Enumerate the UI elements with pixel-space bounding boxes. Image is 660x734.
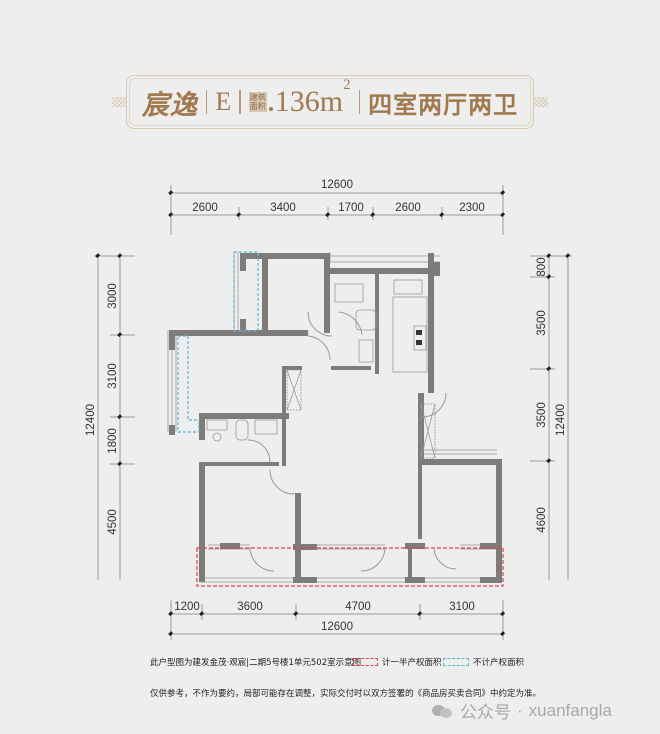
lattice-ornament-right — [534, 97, 548, 107]
legend-swatch-blue-dashed — [443, 658, 469, 666]
series-name: 宸逸 — [141, 89, 198, 120]
legend-label: 计一半产权面积 — [382, 658, 442, 668]
excluded-area-outline — [177, 251, 259, 433]
dim-right-1: 800 — [536, 257, 548, 276]
dim-left-1: 3000 — [107, 283, 119, 309]
area-value: 136m2 — [274, 77, 351, 119]
half-area-outline — [196, 547, 504, 587]
legend-excluded-area: 不计产权面积 — [443, 656, 524, 668]
dim-bottom-4: 3100 — [449, 601, 475, 613]
bullet-dot — [268, 107, 273, 111]
divider — [205, 90, 208, 114]
dim-right-3: 3500 — [536, 402, 548, 428]
watermark-separator: · — [517, 700, 523, 720]
dim-right-4: 4600 — [536, 507, 548, 533]
dim-top-total: 12600 — [321, 179, 353, 191]
area-label-line1: 建筑 — [249, 93, 266, 102]
dim-top-4: 2600 — [395, 202, 421, 214]
walls — [169, 253, 502, 583]
dim-bottom-total: 12600 — [321, 621, 353, 633]
watermark-prefix: 公众号 — [460, 703, 511, 722]
area-number: 136m — [274, 85, 344, 118]
room-layout: 四室两厅两卫 — [368, 89, 519, 119]
dim-left-2: 3100 — [107, 363, 119, 389]
legend-label: 不计产权面积 — [473, 658, 525, 668]
shafts — [286, 369, 436, 459]
lattice-ornament-left — [112, 97, 126, 107]
watermark-account: xuanfangla — [528, 700, 612, 720]
legend-swatch-red-dashed — [352, 658, 378, 666]
dim-right-total: 12400 — [555, 404, 567, 436]
divider — [358, 90, 361, 114]
dim-bottom-2: 3600 — [237, 601, 263, 613]
watermark: 公众号 · xuanfangla — [432, 698, 612, 723]
dim-right-2: 3500 — [536, 310, 548, 336]
legend-half-area: 计一半产权面积 — [352, 656, 442, 668]
dim-left-3: 1800 — [107, 428, 119, 454]
dim-top-2: 3400 — [270, 202, 296, 214]
area-superscript: 2 — [343, 77, 351, 93]
dimension-lines — [94, 185, 572, 640]
dim-bottom-1: 1200 — [174, 601, 200, 613]
plan-note: 此户型图为建发金茂·观宸|二期5号楼1单元502室示意图 — [150, 658, 362, 668]
banner-content: 宸逸 E 建筑 面积 136m2 四室两厅两卫 — [126, 75, 534, 129]
disclaimer: 仅供参考，不作为要约，局部可能存在调整，实际交付时以双方签署的《商品房买卖合同》… — [150, 689, 542, 699]
dim-top-1: 2600 — [192, 202, 218, 214]
banner-inner-frame — [129, 78, 531, 126]
area-label-line2: 面积 — [249, 102, 266, 111]
banner-frame — [126, 75, 534, 129]
dim-bottom-3: 4700 — [345, 601, 371, 613]
fixtures — [206, 279, 428, 442]
dim-top-3: 1700 — [338, 202, 364, 214]
unit-type: E — [215, 87, 232, 116]
dimension-ticks — [95, 190, 571, 637]
wechat-icon — [432, 703, 454, 719]
dim-left-total: 12400 — [85, 404, 97, 436]
dim-top-5: 2300 — [459, 202, 485, 214]
area-label: 建筑 面积 — [248, 92, 267, 112]
door-swings — [247, 311, 457, 572]
divider — [239, 90, 241, 114]
stove-burners — [416, 330, 422, 345]
dim-left-4: 4500 — [107, 509, 119, 535]
title-banner: 宸逸 E 建筑 面积 136m2 四室两厅两卫 — [112, 75, 548, 129]
